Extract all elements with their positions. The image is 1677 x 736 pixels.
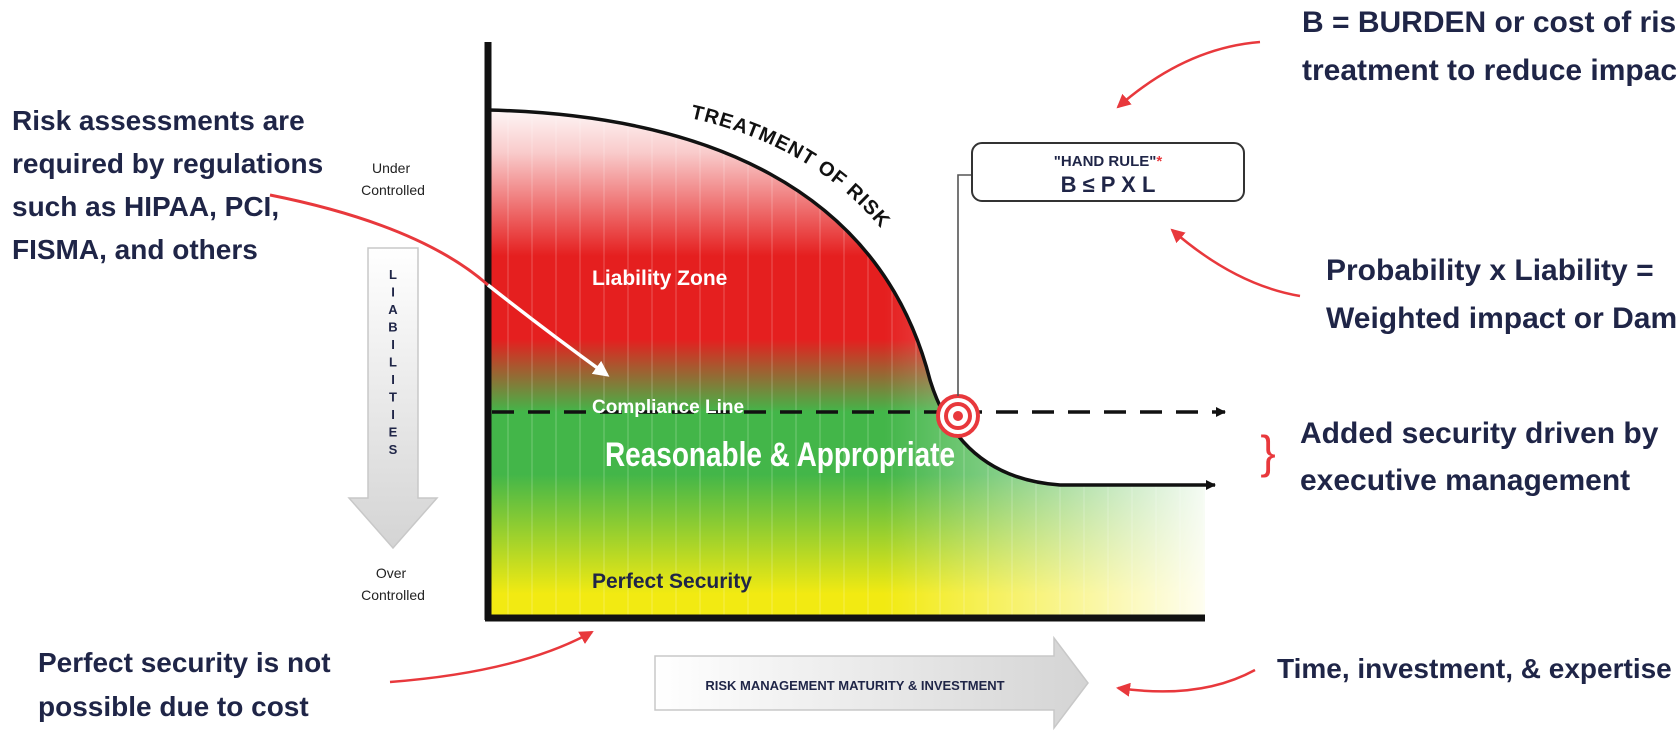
liabilities-letter: T (389, 390, 397, 405)
perfect-security-arrow (389, 630, 594, 684)
risk-assessments-annotation: Risk assessments are required by regulat… (12, 105, 331, 265)
time-investment-arrow (1116, 668, 1256, 697)
over-controlled-label: Over Controlled (361, 565, 425, 603)
liabilities-letter: I (391, 372, 395, 387)
liabilities-letter: E (389, 425, 398, 440)
liabilities-letter: L (389, 267, 397, 282)
liabilities-letter: I (391, 407, 395, 422)
reasonable-appropriate-label: Reasonable & Appropriate (605, 436, 955, 474)
perfect-security-label: Perfect Security (592, 570, 752, 593)
hand-rule-formula: B ≤ P X L (1061, 172, 1156, 197)
maturity-arrow (654, 635, 1089, 731)
liabilities-arrow (347, 247, 439, 550)
perfect-security-note: Perfect security is not possible due to … (38, 647, 338, 722)
treatment-curve (487, 108, 1216, 490)
probability-annotation: Probability x Liability = Weighted impac… (1326, 254, 1677, 335)
liabilities-letter: I (391, 285, 395, 300)
regulations-arrow (269, 193, 489, 287)
probability-arrow (1170, 228, 1301, 298)
liability-zone-label: Liability Zone (592, 267, 727, 290)
regulations-arrow-tip (486, 283, 610, 377)
liabilities-letter: A (388, 302, 398, 317)
hand-rule-box (971, 142, 1245, 202)
hand-rule-connector (957, 174, 972, 396)
target-icon (936, 394, 980, 438)
burden-arrow (1116, 40, 1261, 109)
liabilities-letter: L (389, 355, 397, 370)
liabilities-letter: I (391, 337, 395, 352)
added-security-annotation: Added security driven by executive manag… (1300, 417, 1667, 497)
hand-rule-title: "HAND RULE"* (1054, 153, 1163, 170)
burden-annotation: B = BURDEN or cost of risk treatment to … (1302, 6, 1677, 87)
x-axis-label: RISK MANAGEMENT MATURITY & INVESTMENT (705, 678, 1004, 693)
time-investment-annotation: Time, investment, & expertise (1277, 653, 1672, 684)
liabilities-letter: B (388, 320, 397, 335)
liabilities-letter: S (389, 442, 398, 457)
added-security-bracket: } (1260, 426, 1275, 478)
under-controlled-label: Under Controlled (361, 160, 425, 198)
compliance-line-label: Compliance Line (592, 397, 744, 418)
